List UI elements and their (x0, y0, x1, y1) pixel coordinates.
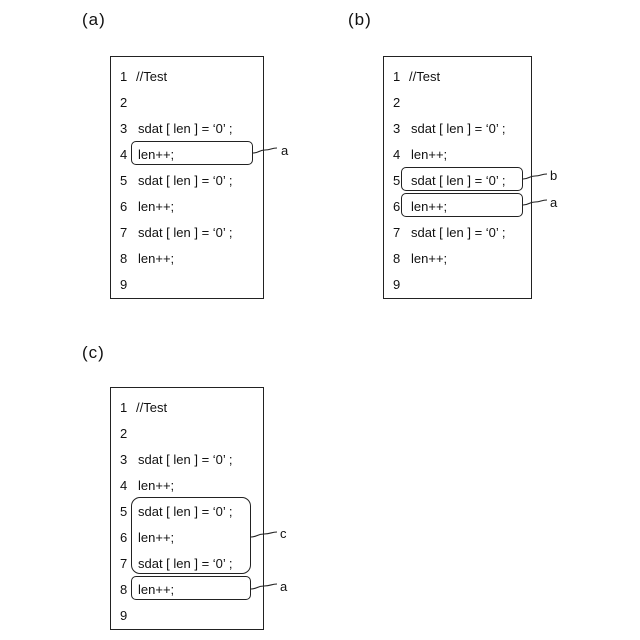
callout-b: b (550, 169, 557, 183)
code-text: len++; (411, 145, 447, 165)
line-number: 3 (120, 450, 132, 470)
line-number: 7 (120, 223, 132, 243)
leader-line-c (251, 529, 279, 543)
line-number: 3 (120, 119, 132, 139)
highlight-box-a (131, 576, 251, 600)
line-number: 9 (120, 606, 132, 626)
line-number: 8 (393, 249, 405, 269)
code-text: sdat [ len ] = ‘0’ ; (411, 223, 506, 243)
code-text: sdat [ len ] = ‘0’ ; (138, 171, 233, 191)
line-number: 3 (393, 119, 405, 139)
line-number: 4 (393, 145, 405, 165)
line-number: 4 (120, 476, 132, 496)
line-number: 2 (393, 93, 405, 113)
code-text: len++; (411, 249, 447, 269)
callout-a: a (280, 580, 287, 594)
line-number: 9 (120, 275, 132, 295)
code-text: len++; (138, 249, 174, 269)
line-number: 1 (120, 67, 132, 87)
highlight-box-a (131, 141, 253, 165)
code-text: sdat [ len ] = ‘0’ ; (138, 223, 233, 243)
line-number: 5 (120, 171, 132, 191)
code-text: sdat [ len ] = ‘0’ ; (138, 450, 233, 470)
highlight-box-a (401, 193, 523, 217)
line-number: 6 (120, 197, 132, 217)
callout-a: a (281, 144, 288, 158)
line-number: 9 (393, 275, 405, 295)
panel-a-label: (a) (82, 10, 106, 30)
highlight-box-b (401, 167, 523, 191)
panel-c-label: (c) (82, 343, 105, 363)
leader-line-b (523, 171, 549, 185)
code-text: sdat [ len ] = ‘0’ ; (411, 119, 506, 139)
callout-a: a (550, 196, 557, 210)
line-number: 2 (120, 424, 132, 444)
code-text: len++; (138, 197, 174, 217)
line-number: 7 (393, 223, 405, 243)
line-number: 2 (120, 93, 132, 113)
code-text: //Test (136, 67, 167, 87)
line-number: 1 (393, 67, 405, 87)
highlight-box-c (131, 497, 251, 574)
leader-line-a (253, 145, 279, 159)
code-text: len++; (138, 476, 174, 496)
leader-line-a (523, 197, 549, 211)
line-number: 8 (120, 249, 132, 269)
callout-c: c (280, 527, 287, 541)
code-text: //Test (136, 398, 167, 418)
code-text: sdat [ len ] = ‘0’ ; (138, 119, 233, 139)
line-number: 1 (120, 398, 132, 418)
code-text: //Test (409, 67, 440, 87)
panel-b-label: (b) (348, 10, 372, 30)
leader-line-a (251, 581, 279, 595)
code-panel-a: 1//Test 2 3sdat [ len ] = ‘0’ ; 4len++; … (110, 56, 264, 299)
